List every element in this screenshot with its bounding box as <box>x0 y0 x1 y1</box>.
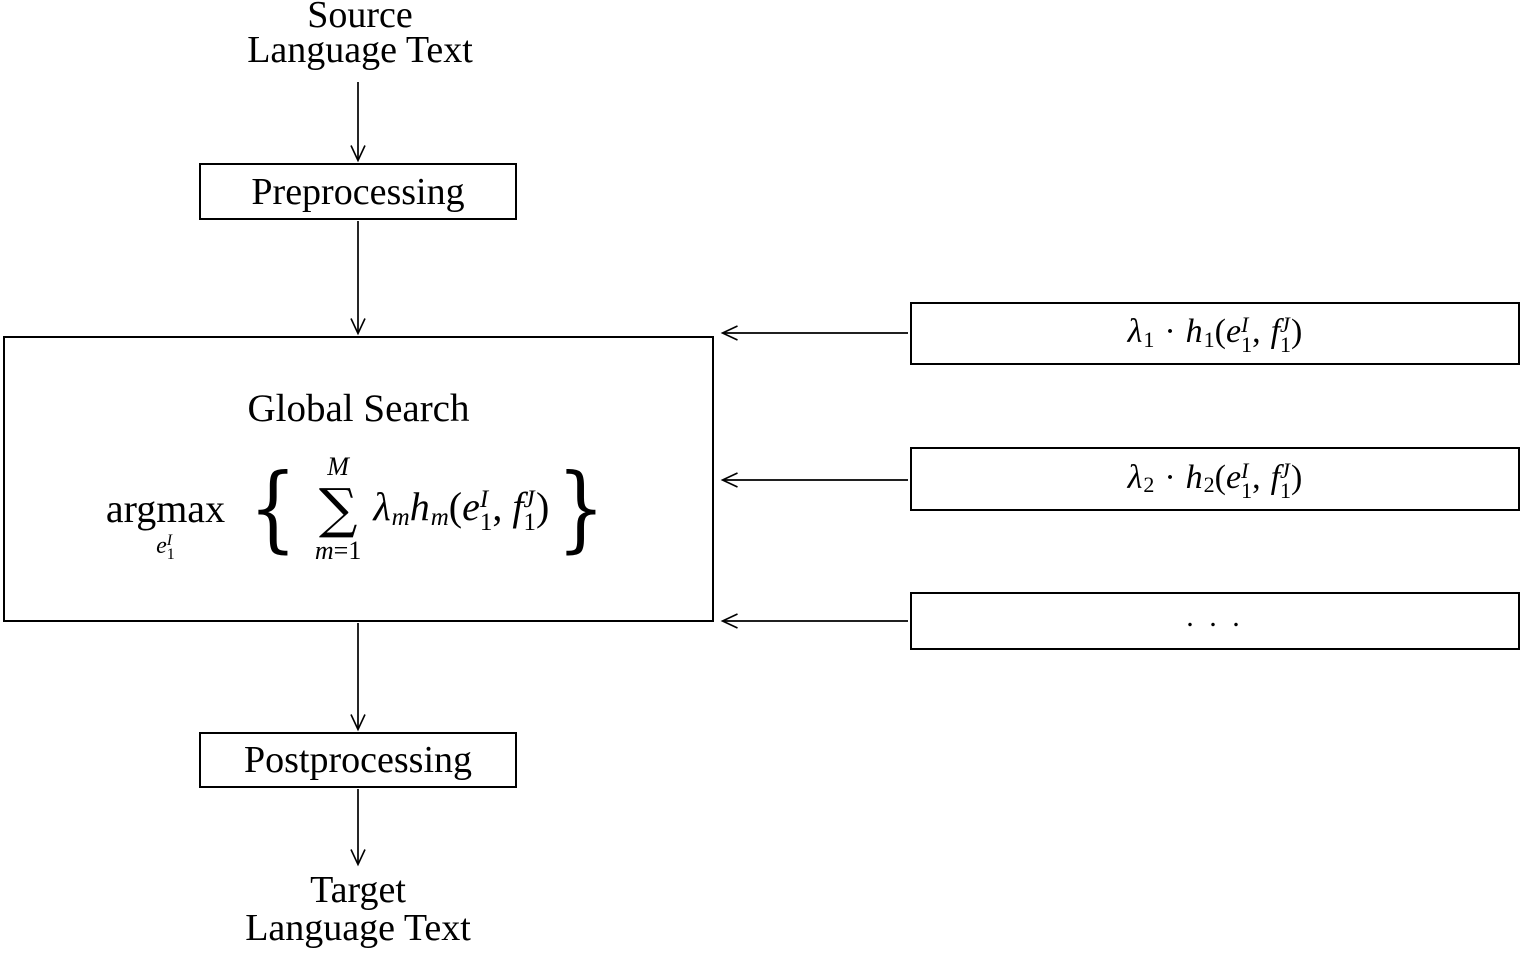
close-brace: } <box>557 454 606 563</box>
open-brace: { <box>249 454 297 563</box>
feature-box-ellipsis: . . . <box>910 592 1520 650</box>
preprocessing-label: Preprocessing <box>251 170 465 213</box>
target-label-line2: Language Text <box>245 907 471 949</box>
target-language-text-label: Target Language Text <box>245 871 471 947</box>
preprocessing-box: Preprocessing <box>199 163 517 220</box>
postprocessing-label: Postprocessing <box>244 739 472 781</box>
source-label-line2: Language Text <box>247 29 473 71</box>
source-language-text-label: Source Language Text <box>247 0 473 71</box>
global-search-title: Global Search <box>247 387 470 430</box>
postprocessing-box: Postprocessing <box>199 732 517 788</box>
ellipsis-label: . . . <box>1186 600 1244 633</box>
source-label-line1: Source <box>307 0 413 36</box>
target-label-line1: Target <box>310 869 406 911</box>
summation-symbol: M ∑ m=1 <box>314 451 362 566</box>
